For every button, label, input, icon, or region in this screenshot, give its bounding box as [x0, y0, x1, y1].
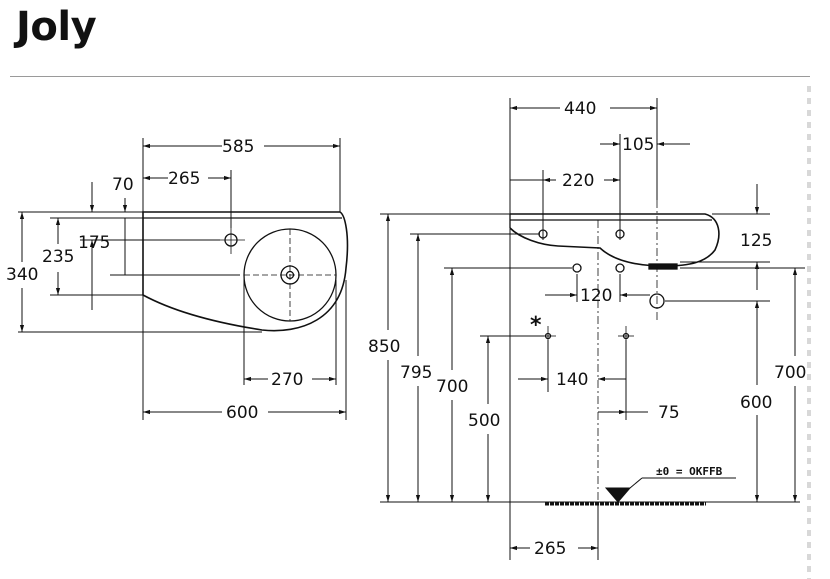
page-title: Joly — [16, 4, 97, 50]
dim-side-440: 440 — [564, 99, 596, 119]
asterisk-marker: * — [530, 313, 542, 338]
dim-side-105: 105 — [622, 135, 654, 155]
dim-side-140: 140 — [556, 370, 588, 390]
dim-side-795: 795 — [400, 363, 432, 383]
dim-side-125: 125 — [740, 231, 772, 251]
plan-view-labels: 585 265 70 175 235 340 270 600 — [6, 137, 303, 423]
plan-view-outline — [142, 211, 349, 332]
dim-plan-175: 175 — [78, 233, 110, 253]
dim-plan-70: 70 — [112, 175, 134, 195]
dim-side-220: 220 — [562, 171, 594, 191]
plan-view-dimension-lines — [18, 138, 347, 420]
dim-side-120: 120 — [580, 286, 612, 306]
title-divider — [10, 76, 810, 77]
floor-reference-note: ±0 = OKFFB — [656, 465, 723, 478]
dim-plan-340: 340 — [6, 265, 38, 285]
side-view-labels: 440 105 220 125 120 850 795 700 500 140 … — [368, 99, 806, 559]
side-view-dimension-lines — [380, 98, 805, 560]
dim-plan-270: 270 — [271, 370, 303, 390]
dim-plan-600: 600 — [226, 403, 258, 423]
dim-side-265: 265 — [534, 539, 566, 559]
dim-side-850: 850 — [368, 337, 400, 357]
page-edge-shadow — [807, 86, 811, 579]
dim-plan-265: 265 — [168, 169, 200, 189]
dim-side-600: 600 — [740, 393, 772, 413]
dim-plan-585: 585 — [222, 137, 254, 157]
dim-side-700-left: 700 — [436, 377, 468, 397]
dim-plan-235: 235 — [42, 247, 74, 267]
dim-side-75: 75 — [658, 403, 680, 423]
dim-side-500: 500 — [468, 411, 500, 431]
dim-side-700-right: 700 — [774, 363, 806, 383]
